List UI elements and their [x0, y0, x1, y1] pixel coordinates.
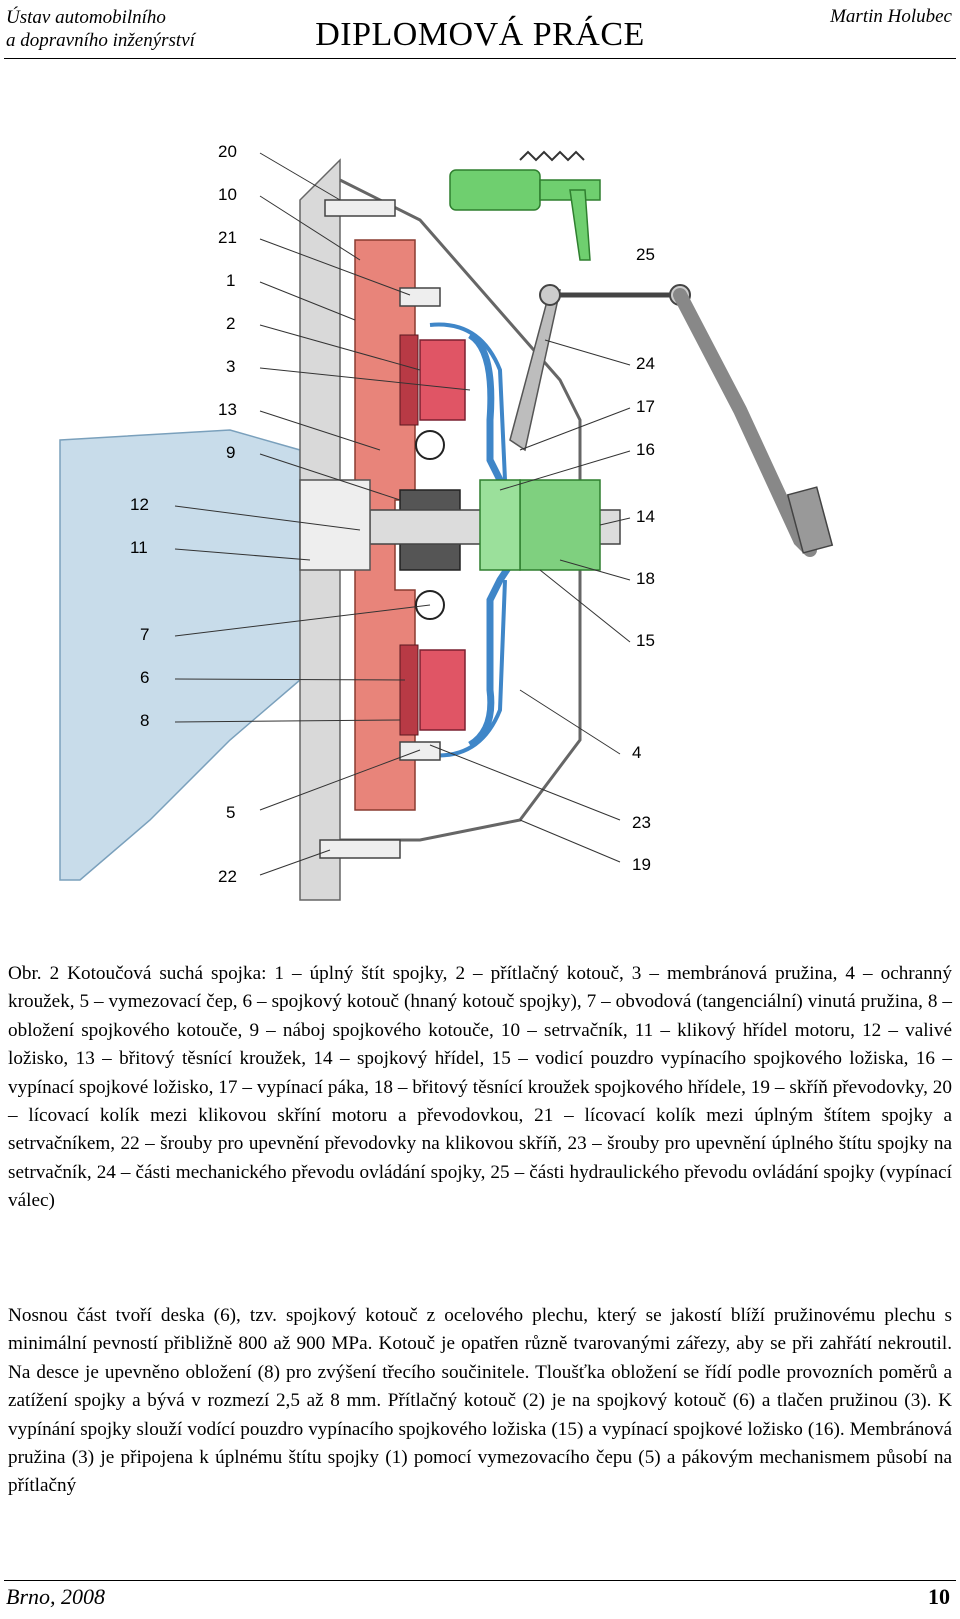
callout-17: 17 [636, 397, 655, 416]
callout-16: 16 [636, 440, 655, 459]
dowel-pin [324, 199, 396, 217]
header-divider [4, 58, 956, 59]
callout-20: 20 [218, 142, 237, 161]
hydraulic-cylinder [449, 169, 541, 211]
callout-6: 6 [140, 668, 150, 687]
bolt-upper [399, 287, 441, 307]
release-bearing-guide [519, 479, 601, 571]
leader-lines-right [429, 339, 631, 863]
clutch-diagram: 20 10 21 1 2 3 13 9 12 11 7 6 8 5 22 25 … [0, 120, 960, 950]
callout-15: 15 [636, 631, 655, 650]
callout-21: 21 [218, 228, 237, 247]
release-bearing [479, 479, 521, 571]
clutch-pedal-pad [786, 486, 834, 554]
release-lever [509, 289, 561, 452]
page-number: 10 [928, 1584, 950, 1609]
callout-13: 13 [218, 400, 237, 419]
callout-7: 7 [140, 625, 150, 644]
linkage-pivot-left [539, 284, 561, 306]
diaphragm-spring-lower [468, 563, 513, 749]
crankshaft [299, 479, 371, 571]
pressure-plate-lower [419, 649, 466, 731]
callout-23: 23 [632, 813, 651, 832]
institute-line-2: a dopravního inženýrství [6, 30, 195, 51]
torsion-spring-upper [415, 430, 445, 460]
friction-lining-lower [399, 644, 419, 736]
clutch-cover-outline [339, 178, 582, 842]
footer-place-year: Brno, 2008 [6, 1584, 105, 1609]
callout-24: 24 [636, 354, 655, 373]
callout-19: 19 [632, 855, 651, 874]
pressure-plate-upper [419, 339, 466, 421]
page-header: Ústav automobilního a dopravního inženýr… [0, 0, 960, 60]
clutch-shield-upper [429, 322, 507, 481]
return-spring [519, 150, 585, 162]
callout-18: 18 [636, 569, 655, 588]
callout-4: 4 [632, 743, 642, 762]
hydraulic-lever [569, 189, 591, 261]
document-title: DIPLOMOVÁ PRÁCE [315, 16, 645, 53]
callout-8: 8 [140, 711, 150, 730]
crankcase-housing [59, 429, 301, 881]
author-name: Martin Holubec [830, 6, 952, 27]
figure-caption: Obr. 2 Kotoučová suchá spojka: 1 – úplný… [8, 963, 952, 1212]
bolt-lower [399, 741, 441, 761]
gearbox-bolt [319, 839, 401, 859]
institute-line-1: Ústav automobilního [6, 7, 166, 28]
clutch-cross-section-drawing [59, 150, 834, 901]
callout-25: 25 [636, 245, 655, 264]
callout-12: 12 [130, 495, 149, 514]
body-paragraph: Nosnou část tvoří deska (6), tzv. spojko… [8, 1305, 952, 1497]
callout-5: 5 [226, 803, 236, 822]
friction-lining-upper [399, 334, 419, 426]
callout-2: 2 [226, 314, 236, 333]
clutch-shield-lower [429, 579, 507, 758]
callout-9: 9 [226, 443, 236, 462]
diaphragm-spring-upper [467, 332, 513, 493]
callout-14: 14 [636, 507, 655, 526]
leader-lines-left [174, 152, 471, 876]
callout-1: 1 [226, 271, 236, 290]
callout-10: 10 [218, 185, 237, 204]
clutch-pedal-arm [673, 288, 817, 557]
institute-name: Ústav automobilního a dopravního inženýr… [6, 6, 195, 52]
callout-22: 22 [218, 867, 237, 886]
callout-11: 11 [130, 538, 148, 557]
footer-divider [4, 1580, 956, 1581]
callout-3: 3 [226, 357, 236, 376]
